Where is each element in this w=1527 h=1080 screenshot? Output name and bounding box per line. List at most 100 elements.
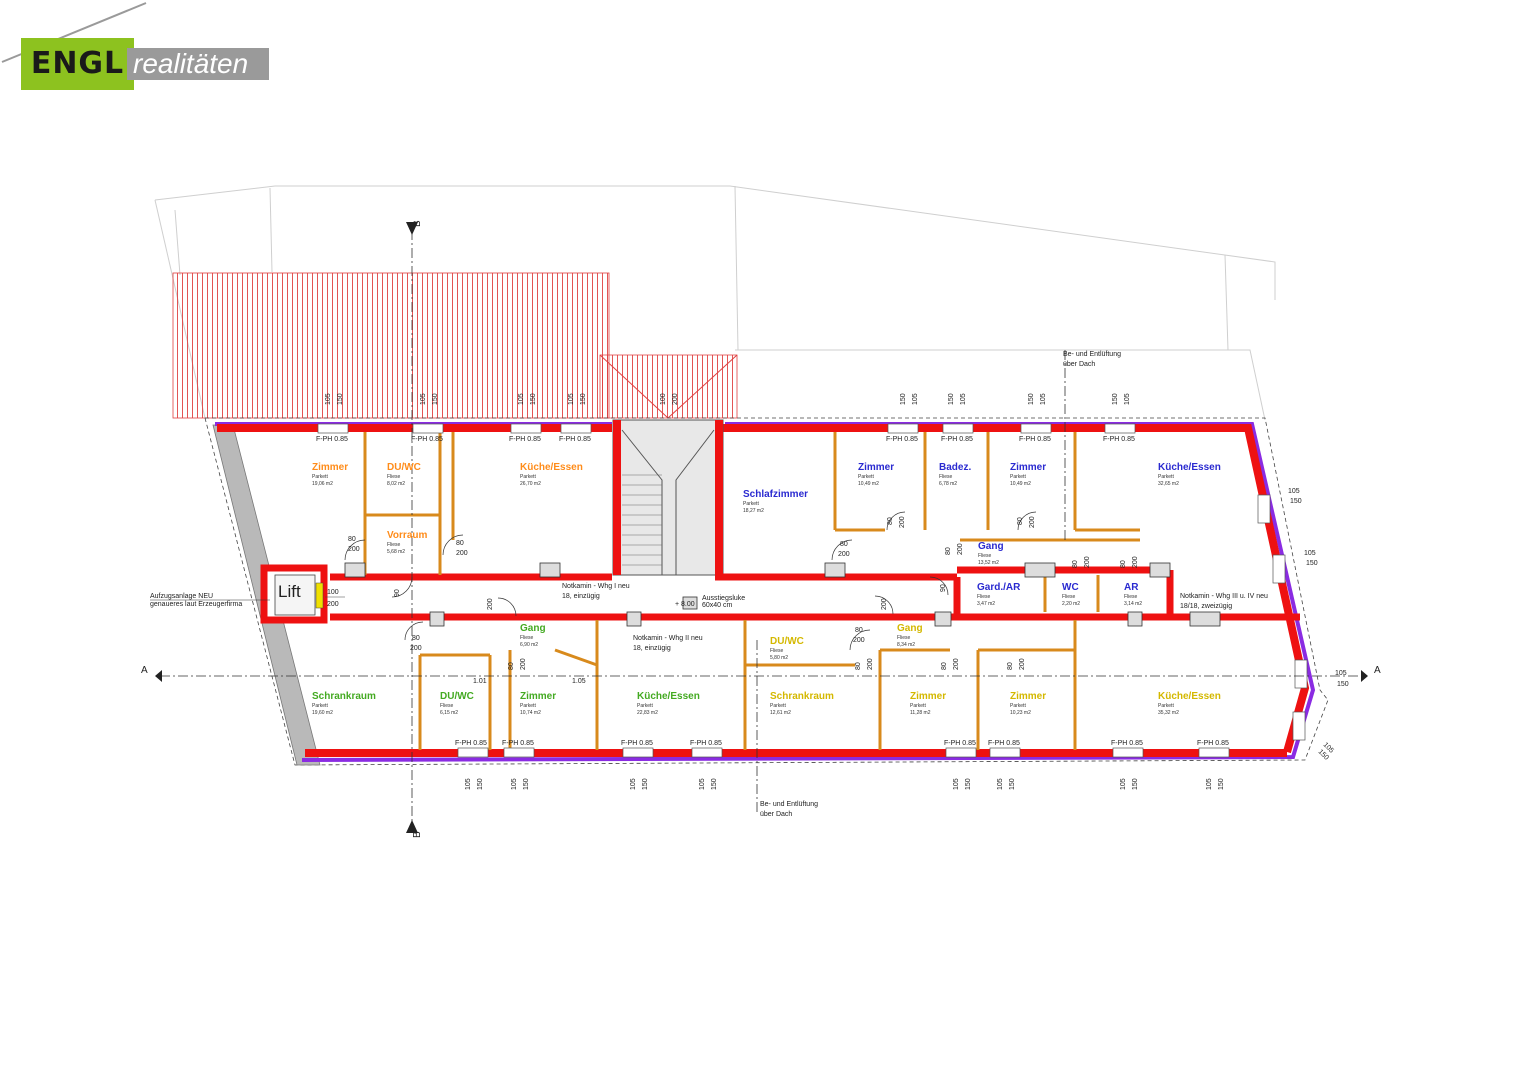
room-area: 3,14 m2: [1124, 601, 1142, 607]
svg-text:200: 200: [1132, 556, 1139, 568]
svg-text:150: 150: [1028, 393, 1035, 405]
kamin3-note: Notkamin - Whg III u. IV neu: [1180, 593, 1268, 600]
svg-text:80: 80: [1017, 517, 1024, 525]
room-floor: Fliese: [897, 635, 911, 641]
lift-shaft: [260, 564, 328, 624]
svg-text:105: 105: [912, 393, 919, 405]
partitions: [363, 432, 1140, 750]
lift-note: Aufzugsanlage NEU: [150, 593, 213, 600]
section-b-top: B: [412, 220, 423, 227]
hatch-note-2: 60x40 cm: [702, 602, 733, 609]
room-name: Zimmer: [1010, 462, 1046, 473]
svg-text:105: 105: [960, 393, 967, 405]
room-name: Gang: [978, 541, 1004, 552]
svg-text:150: 150: [432, 393, 439, 405]
kamin2-note-2: 18, einzügig: [633, 645, 671, 652]
room-area: 26,70 m2: [520, 481, 541, 487]
svg-text:105: 105: [699, 778, 706, 790]
room-area: 6,90 m2: [520, 642, 538, 648]
room-area: 10,74 m2: [520, 710, 541, 716]
window-label: F-PH 0.85: [455, 740, 487, 747]
svg-text:200: 200: [899, 516, 906, 528]
room-area: 13,52 m2: [978, 560, 999, 566]
room-floor: Fliese: [387, 542, 401, 548]
room-area: 8,02 m2: [387, 481, 405, 487]
window-label: F-PH 0.85: [886, 436, 918, 443]
room-area: 2,20 m2: [1062, 601, 1080, 607]
svg-text:80: 80: [945, 547, 952, 555]
svg-text:150: 150: [1290, 498, 1302, 505]
stair-core: [612, 419, 724, 576]
svg-text:105: 105: [1120, 778, 1127, 790]
svg-text:150: 150: [477, 778, 484, 790]
svg-text:100: 100: [660, 393, 667, 405]
svg-text:105: 105: [953, 778, 960, 790]
room-area: 8,34 m2: [897, 642, 915, 648]
room-floor: Fliese: [770, 648, 784, 654]
svg-text:105: 105: [1288, 488, 1300, 495]
svg-text:80: 80: [855, 627, 863, 634]
room-area: 10,23 m2: [1010, 710, 1031, 716]
room-name: Badez.: [939, 462, 971, 473]
room-name: Zimmer: [520, 691, 556, 702]
room-area: 12,61 m2: [770, 710, 791, 716]
window-label: F-PH 0.85: [316, 436, 348, 443]
svg-text:150: 150: [530, 393, 537, 405]
room-name: Küche/Essen: [637, 691, 700, 702]
svg-text:80: 80: [887, 517, 894, 525]
plan-notes: Aufzugsanlage NEU genaueres laut Erzeuge…: [150, 351, 1268, 818]
svg-text:1.01: 1.01: [473, 678, 487, 685]
logo-brand: ENGL: [21, 38, 134, 90]
room-name: Zimmer: [910, 691, 946, 702]
svg-text:105: 105: [1304, 550, 1316, 557]
lift-label: Lift: [278, 582, 301, 601]
svg-text:150: 150: [1009, 778, 1016, 790]
svg-text:150: 150: [1112, 393, 1119, 405]
window-label: F-PH 0.85: [1103, 436, 1135, 443]
svg-text:105: 105: [1040, 393, 1047, 405]
svg-text:105: 105: [325, 393, 332, 405]
lift-dim-bottom: 200: [327, 601, 339, 608]
window-labels: F-PH 0.85 F-PH 0.85 F-PH 0.85 F-PH 0.85 …: [316, 436, 1229, 747]
svg-text:200: 200: [853, 637, 865, 644]
room-name: Zimmer: [1010, 691, 1046, 702]
svg-text:80: 80: [855, 662, 862, 670]
svg-text:150: 150: [1306, 560, 1318, 567]
svg-text:105: 105: [568, 393, 575, 405]
window-label: F-PH 0.85: [1019, 436, 1051, 443]
room-floor: Parkett: [858, 474, 874, 480]
svg-text:150: 150: [1132, 778, 1139, 790]
room-name: Küche/Essen: [1158, 462, 1221, 473]
room-floor: Parkett: [312, 703, 328, 709]
svg-text:150: 150: [965, 778, 972, 790]
window-label: F-PH 0.85: [621, 740, 653, 747]
svg-text:105: 105: [511, 778, 518, 790]
svg-text:200: 200: [881, 598, 888, 610]
window-label: F-PH 0.85: [559, 436, 591, 443]
room-floor: Fliese: [978, 553, 992, 559]
room-name: Gard./AR: [977, 582, 1021, 593]
svg-text:105: 105: [997, 778, 1004, 790]
svg-text:80: 80: [508, 662, 515, 670]
section-a-right: A: [1374, 665, 1381, 676]
room-area: 22,83 m2: [637, 710, 658, 716]
lift-note-2: genaueres laut Erzeugerfirma: [150, 601, 242, 608]
room-area: 19,06 m2: [312, 481, 333, 487]
svg-text:80: 80: [1120, 560, 1127, 568]
room-area: 5,80 m2: [770, 655, 788, 661]
kamin2-note: Notkamin - Whg II neu: [633, 635, 703, 642]
room-area: 19,60 m2: [312, 710, 333, 716]
